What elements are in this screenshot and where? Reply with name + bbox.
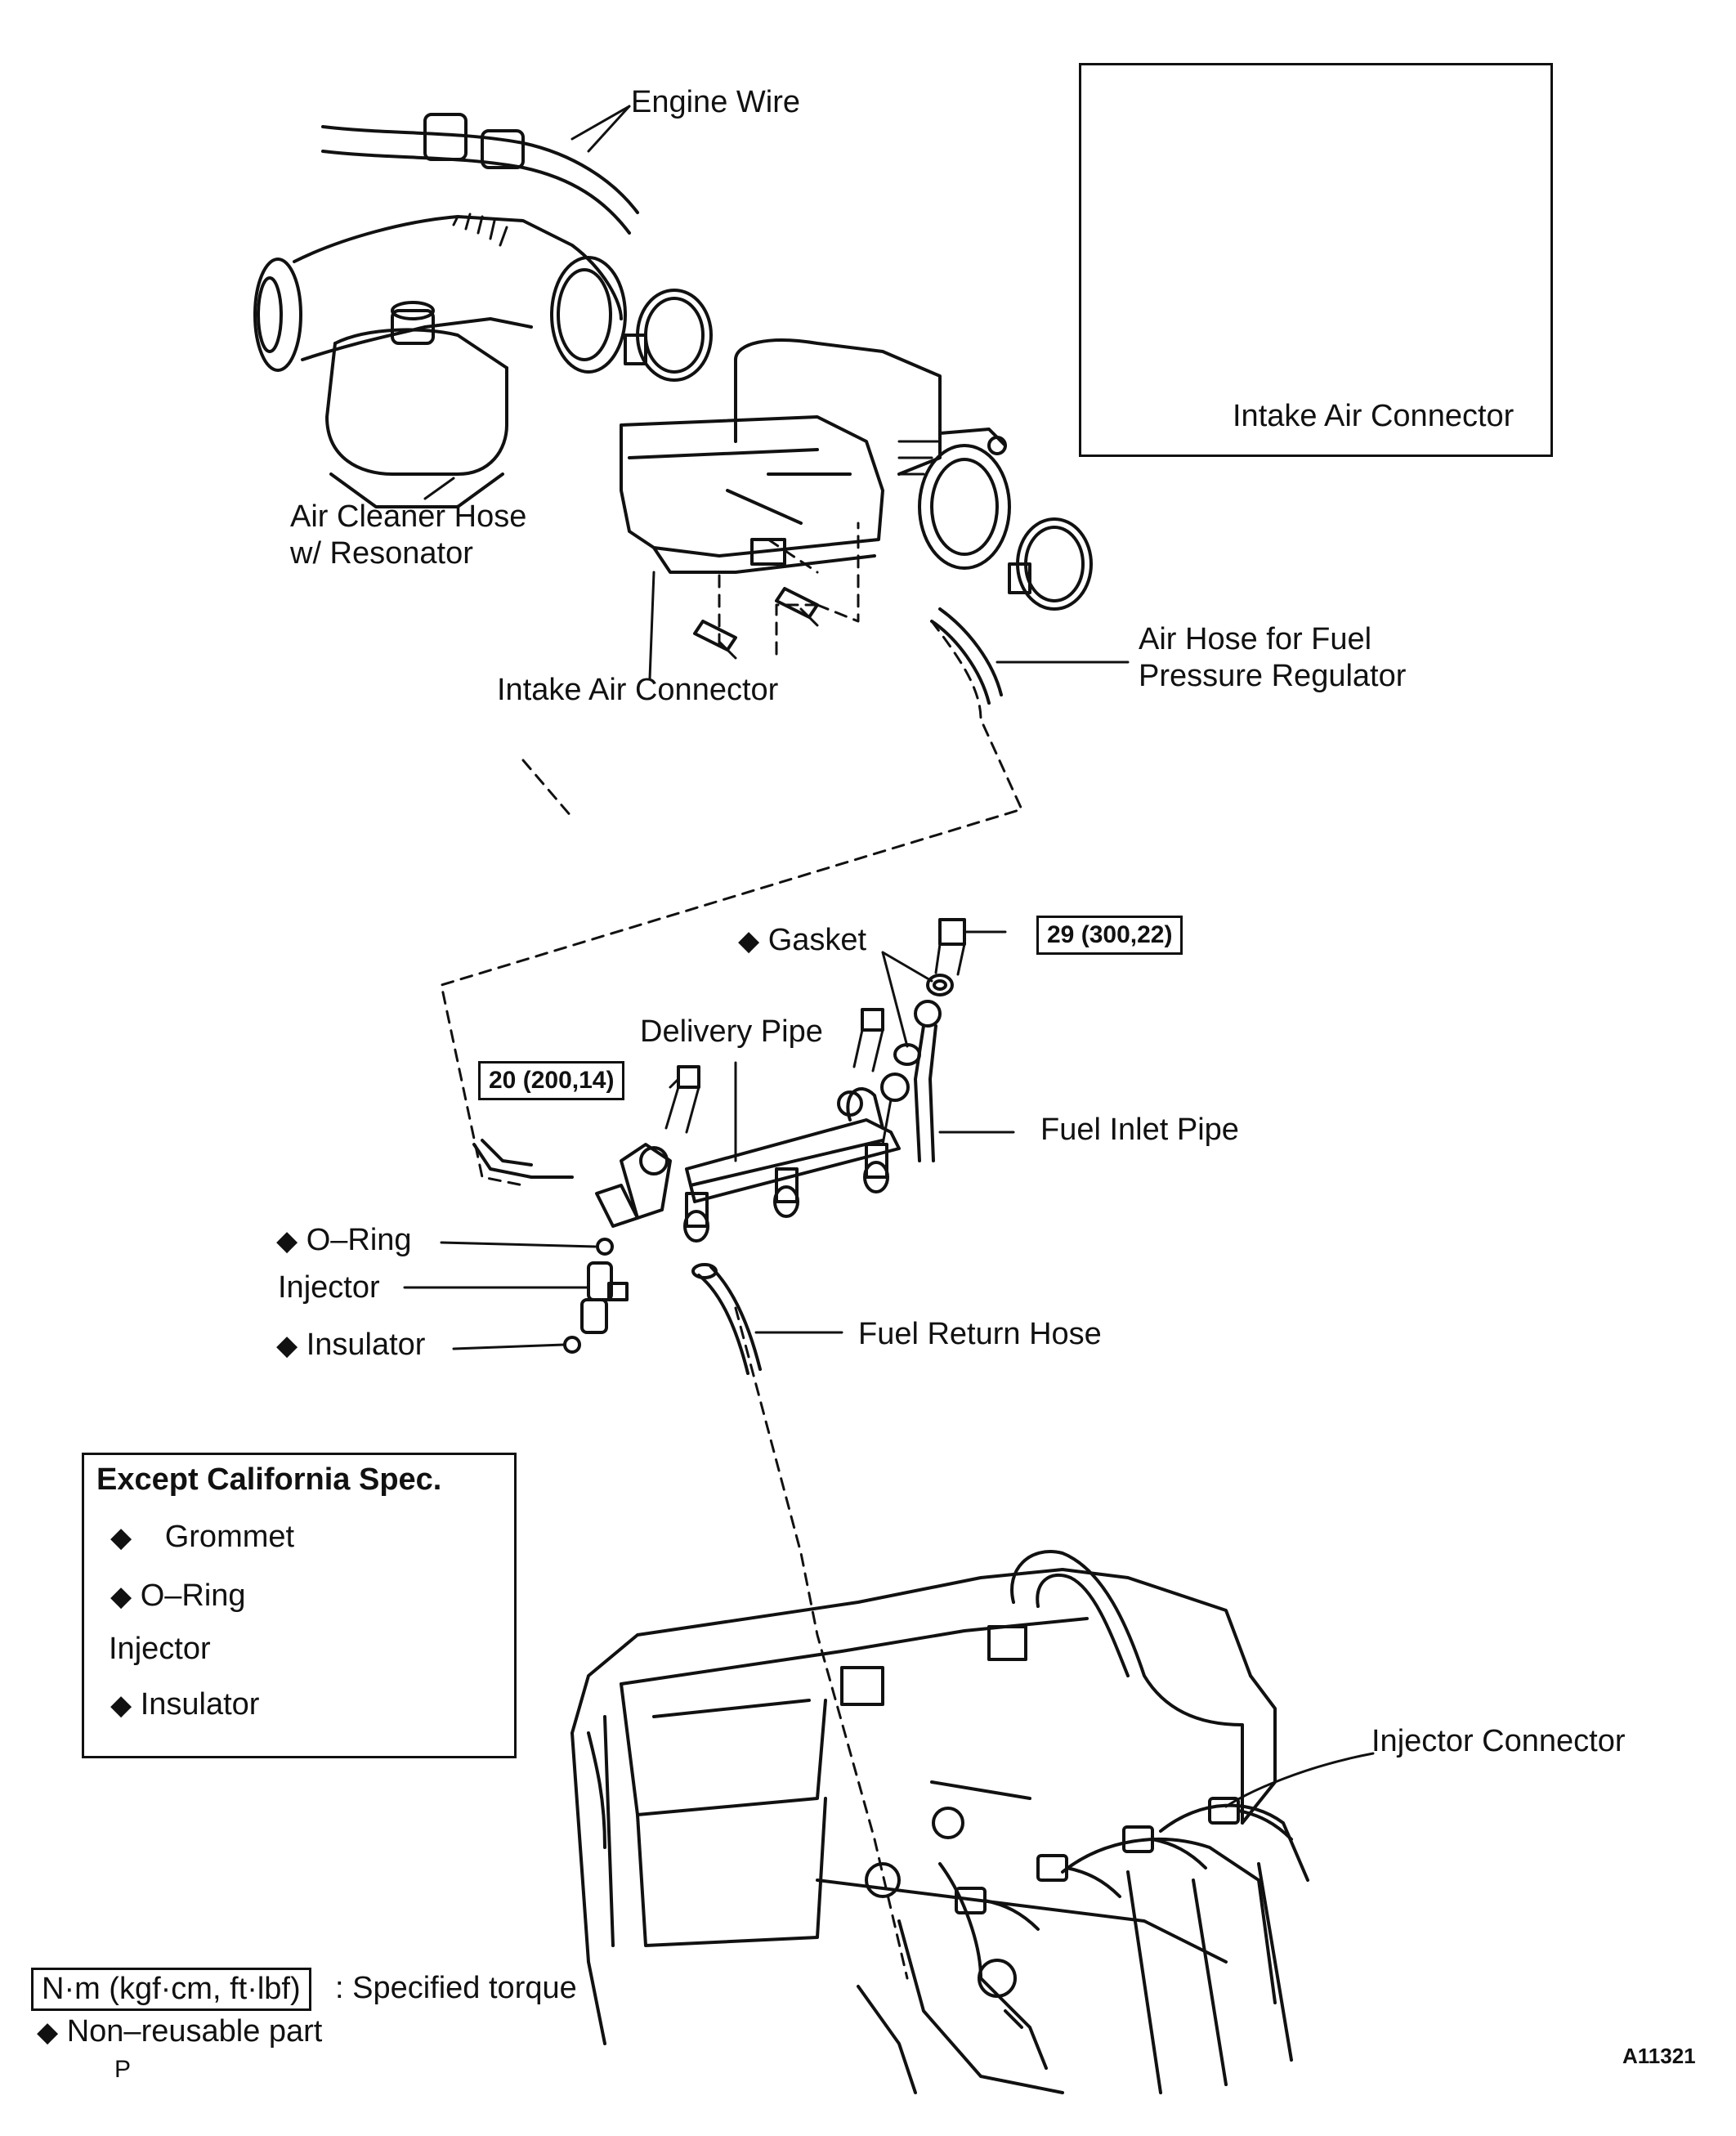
california-insulator-text: Insulator: [140, 1687, 260, 1722]
non-reusable-diamond-icon: ◆: [37, 2017, 59, 2048]
fuel-return-hose-drawing: [691, 1263, 762, 1375]
fuel-inlet-pipe-drawing: [914, 1000, 942, 1162]
california-grommet: ◆ Grommet: [110, 1519, 294, 1556]
label-air-hose-line1: Air Hose for Fuel: [1139, 622, 1372, 656]
label-injector-connector: Injector Connector: [1371, 1724, 1626, 1758]
non-reusable-diamond-icon: ◆: [738, 925, 760, 956]
engine-block-drawing: [570, 1550, 1309, 2094]
engine-wire-drawing: [321, 105, 639, 235]
non-reusable-diamond-icon: ◆: [110, 1581, 132, 1612]
legend-torque-unit: N·m (kgf·cm, ft·lbf): [31, 1968, 311, 2011]
label-gasket-text: Gasket: [767, 923, 867, 957]
label-air-hose-line2: Pressure Regulator: [1139, 659, 1407, 693]
california-o-ring: ◆ O–Ring: [110, 1578, 246, 1614]
delivery-pipe-drawing: [472, 1072, 910, 1243]
california-o-ring-text: O–Ring: [140, 1578, 246, 1613]
air-cleaner-hose-drawing: [253, 213, 627, 508]
label-intake-air-connector-main: Intake Air Connector: [497, 673, 779, 707]
california-grommet-text: Grommet: [164, 1520, 295, 1554]
california-insulator: ◆ Insulator: [110, 1686, 259, 1723]
label-o-ring: ◆ O–Ring: [276, 1222, 412, 1259]
label-intake-air-connector-inset: Intake Air Connector: [1233, 399, 1515, 433]
injector-drawing: [563, 1238, 629, 1354]
label-fuel-inlet-pipe: Fuel Inlet Pipe: [1040, 1113, 1239, 1147]
label-air-cleaner-hose-line2: w/ Resonator: [290, 536, 473, 571]
california-spec-inset-frame: [82, 1453, 517, 1758]
intake-air-connector-drawing: [620, 338, 1011, 574]
california-injector: Injector: [109, 1632, 211, 1666]
non-reusable-diamond-icon: ◆: [110, 1690, 132, 1721]
label-gasket: ◆ Gasket: [738, 922, 866, 959]
torque-fuel-inlet-bolt: 29 (300,22): [1036, 916, 1183, 955]
california-inset-title: Except California Spec.: [96, 1462, 442, 1497]
label-fuel-return-hose: Fuel Return Hose: [858, 1317, 1102, 1351]
dashed-leader-lines: [440, 522, 1023, 1980]
intake-connector-inset-frame: [1079, 63, 1553, 457]
hose-clamps-drawing: [624, 289, 1093, 611]
injector-connectors-drawing: [955, 1797, 1293, 1931]
legend-non-reusable-text: Non–reusable part: [66, 2014, 323, 2049]
label-o-ring-text: O–Ring: [306, 1223, 412, 1257]
label-insulator-text: Insulator: [306, 1328, 426, 1362]
label-delivery-pipe: Delivery Pipe: [640, 1014, 823, 1049]
figure-code: A11321: [1622, 2044, 1696, 2068]
legend-torque-desc: : Specified torque: [335, 1971, 577, 2005]
label-injector: Injector: [278, 1270, 380, 1305]
legend-non-reusable: ◆ Non–reusable part: [37, 2013, 322, 2050]
label-air-cleaner-hose-line1: Air Cleaner Hose: [290, 499, 527, 534]
label-engine-wire: Engine Wire: [631, 85, 800, 119]
non-reusable-diamond-icon: ◆: [110, 1522, 132, 1553]
legend-p-mark: P: [114, 2056, 132, 2083]
non-reusable-diamond-icon: ◆: [276, 1330, 298, 1361]
torque-delivery-pipe-bolt: 20 (200,14): [478, 1061, 625, 1100]
non-reusable-diamond-icon: ◆: [276, 1225, 298, 1256]
connector-bolts-drawing: [693, 587, 819, 660]
label-insulator: ◆ Insulator: [276, 1327, 425, 1364]
air-hose-drawing: [930, 607, 1003, 705]
